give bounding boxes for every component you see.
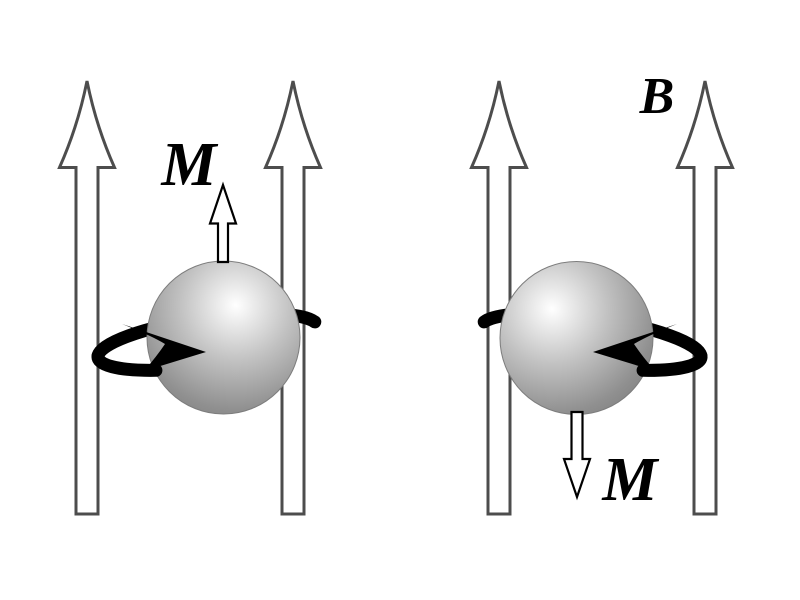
field-label: B xyxy=(639,68,675,125)
right-spin-arrowhead xyxy=(593,324,677,371)
right-moment-arrow-down xyxy=(562,410,592,501)
left-spin-arc-front xyxy=(91,348,163,377)
field-arrow-2 xyxy=(263,80,323,516)
field-arrow-1 xyxy=(57,80,117,516)
right-spin-arc-front xyxy=(636,348,708,377)
field-arrow-3 xyxy=(469,80,529,516)
right-moment-label: M xyxy=(601,446,659,514)
left-sphere xyxy=(146,260,301,415)
right-sphere xyxy=(499,261,654,415)
field-arrow-4 xyxy=(675,80,735,516)
left-moment-arrow-up xyxy=(208,181,238,264)
left-moment-label: M xyxy=(160,131,218,199)
left-spin-arrowhead xyxy=(122,324,206,371)
